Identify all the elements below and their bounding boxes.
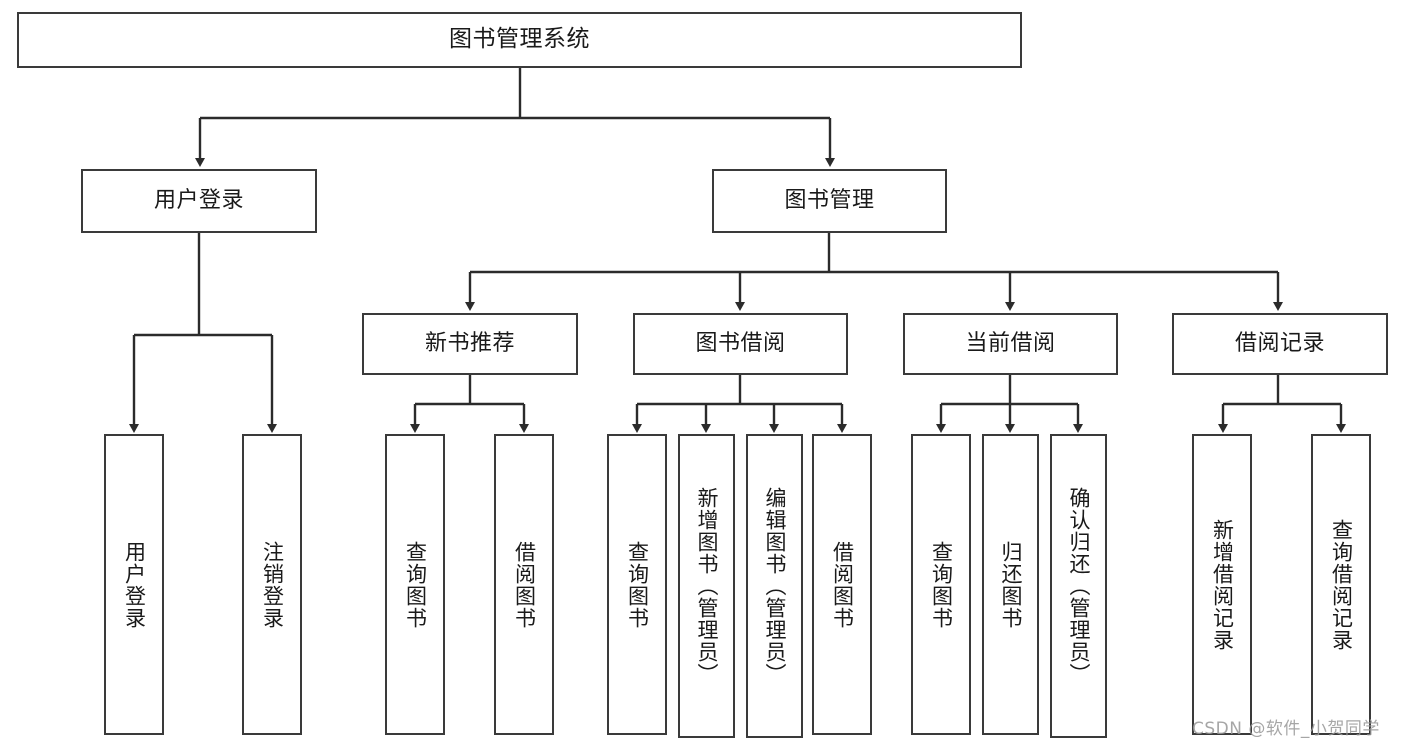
node-label: 归还图书 xyxy=(998,540,1023,629)
node-label: 借阅图书 xyxy=(512,540,537,629)
leaf-book-borrow-add[interactable]: 新增图书（管理员） xyxy=(678,434,735,738)
node-label: 新书推荐 xyxy=(424,330,515,356)
leaf-current-borrow-query[interactable]: 查询图书 xyxy=(911,434,971,735)
leaf-book-borrow-borrow[interactable]: 借阅图书 xyxy=(812,434,872,735)
node-label: 查询图书 xyxy=(625,540,650,629)
node-label: 图书管理系统 xyxy=(449,26,590,53)
leaf-book-borrow-edit[interactable]: 编辑图书（管理员） xyxy=(746,434,803,738)
leaf-current-borrow-confirm-return[interactable]: 确认归还（管理员） xyxy=(1050,434,1107,738)
leaf-current-borrow-return[interactable]: 归还图书 xyxy=(982,434,1039,735)
node-label: 查询借阅记录 xyxy=(1329,518,1354,651)
node-root-system[interactable]: 图书管理系统 xyxy=(17,12,1022,68)
node-label: 图书借阅 xyxy=(695,330,786,356)
node-current-borrow[interactable]: 当前借阅 xyxy=(903,313,1118,375)
node-label: 借阅图书 xyxy=(830,540,855,629)
leaf-new-book-borrow[interactable]: 借阅图书 xyxy=(494,434,554,735)
node-label: 新增借阅记录 xyxy=(1210,518,1235,651)
node-label: 借阅记录 xyxy=(1234,330,1325,356)
node-label: 新增图书（管理员） xyxy=(694,487,719,685)
csdn-watermark: CSDN @软件_小贺同学 xyxy=(1192,719,1380,739)
node-label: 用户登录 xyxy=(153,187,244,213)
leaf-new-book-query[interactable]: 查询图书 xyxy=(385,434,445,735)
node-label: 图书管理 xyxy=(784,187,875,213)
leaf-user-login-logout[interactable]: 注销登录 xyxy=(242,434,302,735)
node-new-book-recommend[interactable]: 新书推荐 xyxy=(362,313,578,375)
leaf-user-login-login[interactable]: 用户登录 xyxy=(104,434,164,735)
node-book-management[interactable]: 图书管理 xyxy=(712,169,947,233)
node-label: 用户登录 xyxy=(122,540,147,629)
leaf-borrow-record-query[interactable]: 查询借阅记录 xyxy=(1311,434,1371,735)
node-borrow-record[interactable]: 借阅记录 xyxy=(1172,313,1388,375)
node-label: 查询图书 xyxy=(929,540,954,629)
node-label: 查询图书 xyxy=(403,540,428,629)
leaf-book-borrow-query[interactable]: 查询图书 xyxy=(607,434,667,735)
node-label: 当前借阅 xyxy=(965,330,1056,356)
node-label: 注销登录 xyxy=(260,540,285,629)
node-label: 确认归还（管理员） xyxy=(1066,487,1091,685)
node-label: 编辑图书（管理员） xyxy=(762,487,787,685)
leaf-borrow-record-add[interactable]: 新增借阅记录 xyxy=(1192,434,1252,735)
node-user-login[interactable]: 用户登录 xyxy=(81,169,317,233)
node-book-borrow[interactable]: 图书借阅 xyxy=(633,313,848,375)
